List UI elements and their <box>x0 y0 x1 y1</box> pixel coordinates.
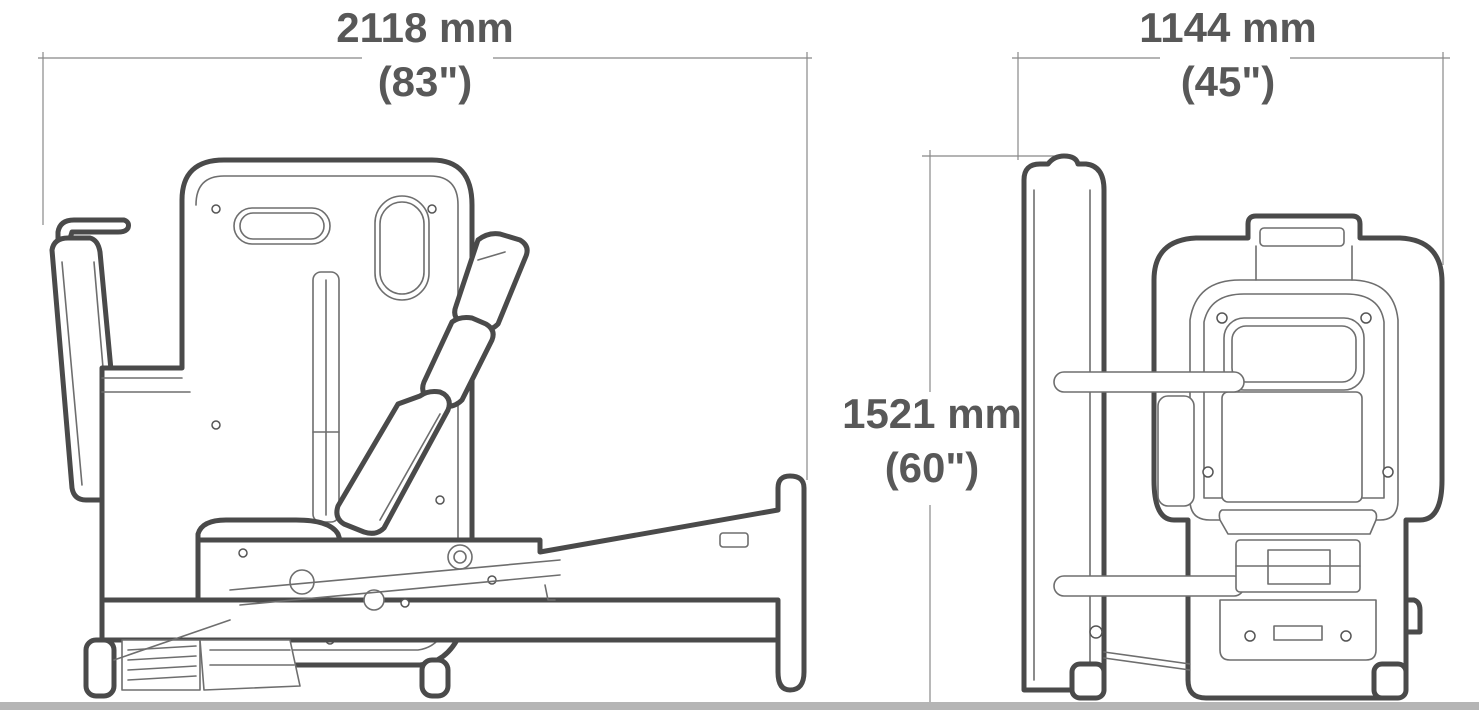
side-base-frame <box>99 597 781 643</box>
length-dimension: 2118 mm (83") <box>38 4 812 480</box>
front-back-frame <box>1021 153 1107 693</box>
height-dimension: 1521 mm (60") <box>842 150 1058 702</box>
height-imperial-label: (60") <box>885 444 980 491</box>
front-foot-right <box>1371 661 1409 701</box>
front-upper-crossbar <box>1053 371 1245 393</box>
front-view-machine <box>1021 153 1445 701</box>
side-foot-middle <box>419 657 451 699</box>
side-back-handle <box>55 217 131 248</box>
side-view-machine <box>49 157 807 699</box>
front-bolts <box>1089 312 1394 642</box>
front-foot-left <box>1069 661 1107 701</box>
front-handle-window <box>1223 317 1365 391</box>
side-foot-left <box>83 637 117 699</box>
floor-line <box>0 702 1479 710</box>
side-backrest-lower <box>334 389 452 536</box>
width-imperial-label: (45") <box>1181 58 1276 105</box>
side-weight-plates <box>121 639 301 691</box>
length-imperial-label: (83") <box>378 58 473 105</box>
front-backrest-pad <box>1221 391 1363 503</box>
front-lower-crossbar <box>1053 575 1245 597</box>
side-oval-window <box>374 195 430 301</box>
width-dimension: 1144 mm (45") <box>1012 4 1450 265</box>
height-metric-label: 1521 mm <box>842 390 1022 437</box>
width-metric-label: 1144 mm <box>1139 4 1316 51</box>
side-seat <box>195 517 343 543</box>
side-handle-slot <box>233 207 331 245</box>
front-seat <box>1218 509 1378 535</box>
length-metric-label: 2118 mm <box>336 4 513 51</box>
